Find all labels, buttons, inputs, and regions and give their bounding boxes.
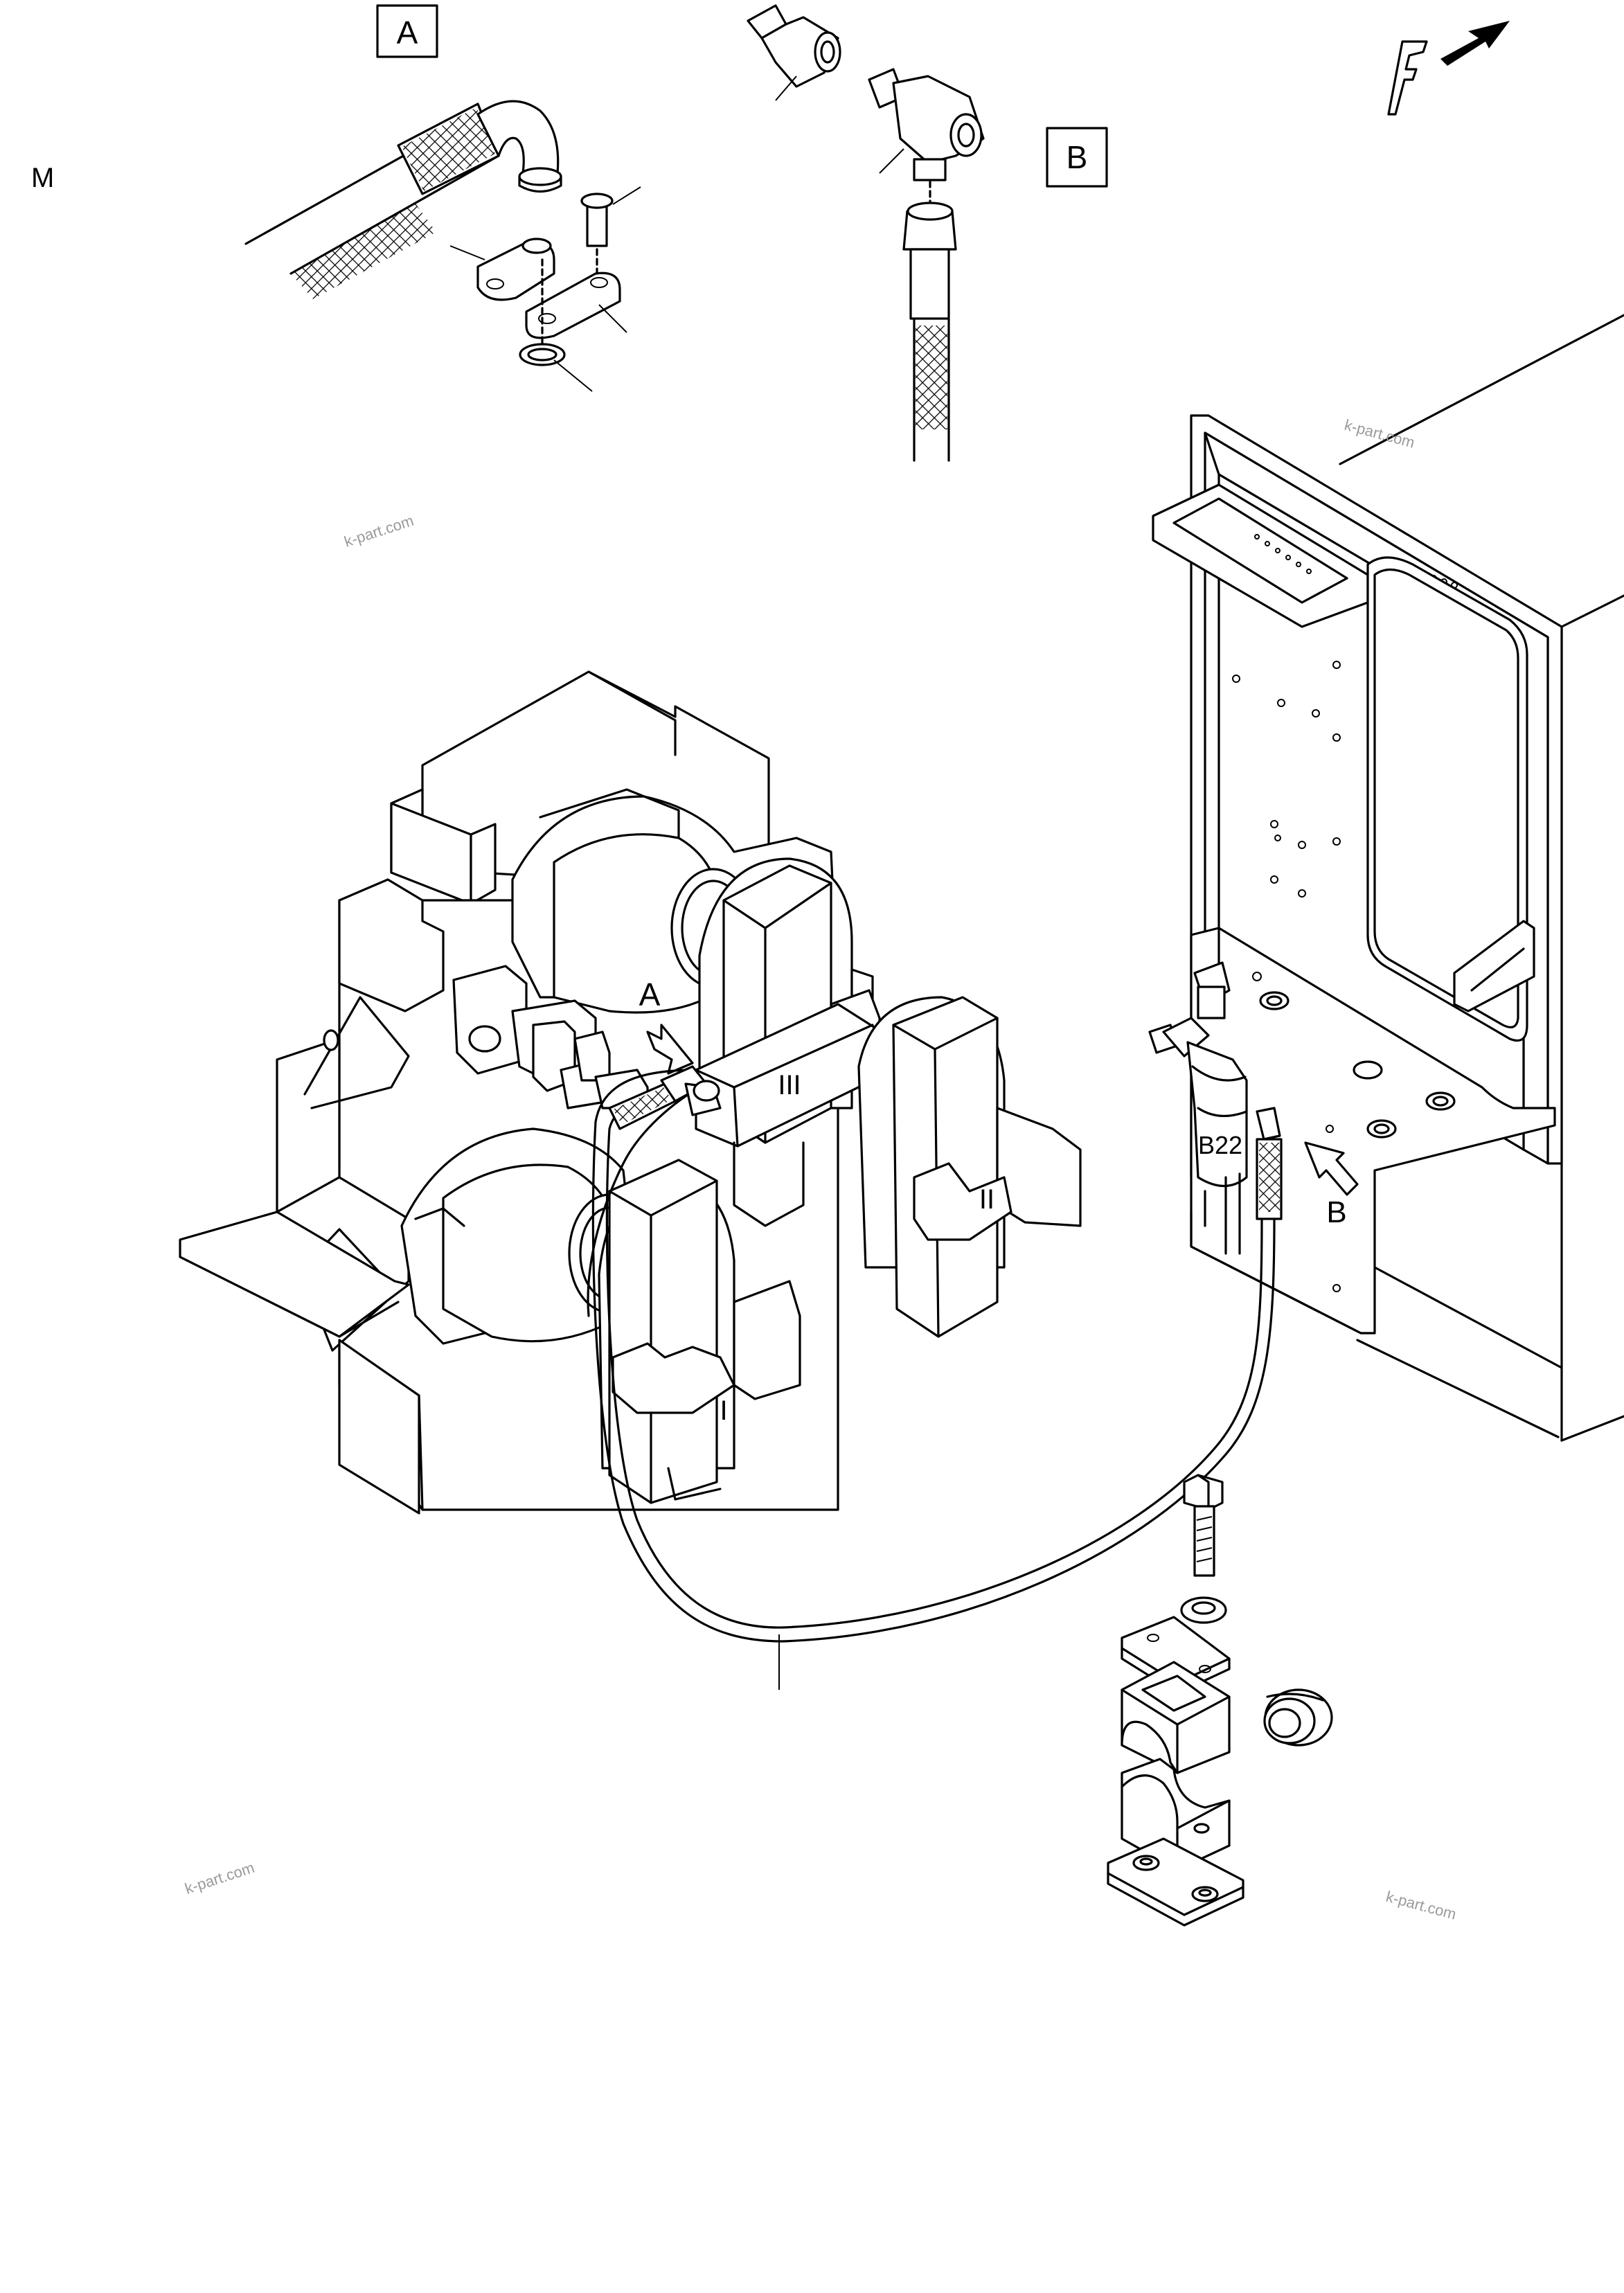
bracket-i: I [598,1159,801,1504]
bracket-i-label: I [720,1395,727,1426]
detail-b-box [1046,127,1108,188]
detail-a-hose [244,100,562,299]
detail-b-group: B [747,4,1108,462]
watermark: k-part.com [1343,416,1417,452]
detail-a-box [376,4,438,58]
watermark: k-part.com [1384,1888,1458,1923]
bracket-ii: II [857,996,1082,1338]
detail-a-label: A [397,15,418,51]
bracket-ii-label: II [979,1184,994,1215]
connector-block [452,965,649,1109]
detail-a-group: A [244,4,641,392]
component-b22-label: B22 [1198,1131,1242,1159]
detail-b-label: B [1067,139,1088,175]
bracket-iii-label: III [778,1070,801,1100]
label-m: M [31,163,54,193]
control-panel-cabinet: B22 B [1148,314,1624,1442]
hydraulic-hose-route [587,1065,1276,1690]
detail-a-arrow: A [639,976,694,1075]
clamp-assembly [1107,1474,1333,1927]
detail-b-arrow-label: B [1326,1195,1346,1229]
watermark: k-part.com [183,1859,257,1898]
detail-a-flange [449,186,641,392]
detail-b-arrow: B [1304,1141,1359,1229]
orientation-indicator: F [1387,21,1510,116]
component-b22: B22 [1186,1041,1248,1255]
detail-a-arrow-label: A [639,976,661,1012]
watermark: k-part.com [342,512,416,551]
